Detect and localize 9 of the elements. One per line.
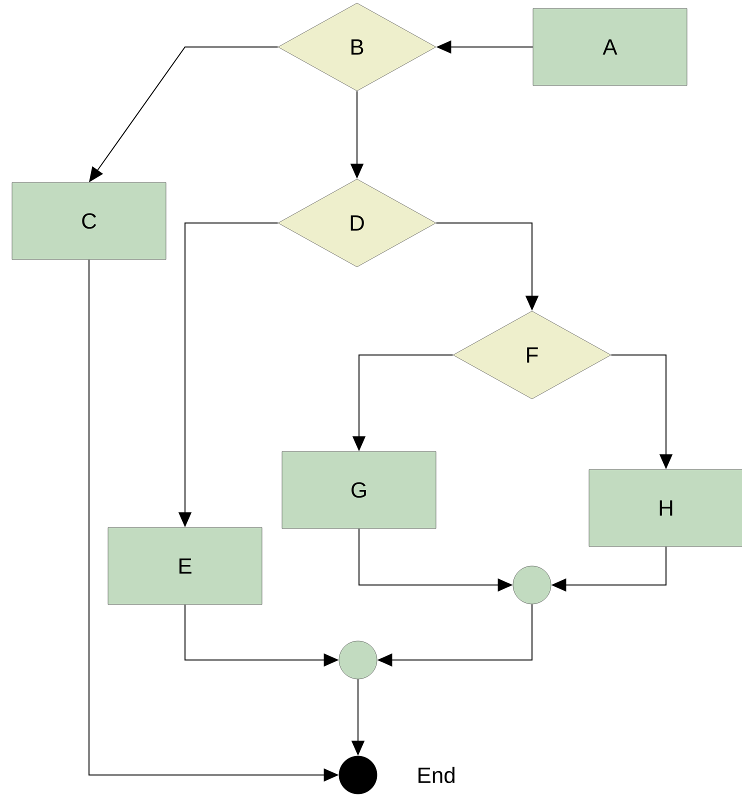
process-box: C bbox=[12, 182, 166, 260]
process-box: E bbox=[108, 527, 262, 605]
end-circle bbox=[338, 756, 378, 794]
merge-circle bbox=[512, 566, 552, 604]
node-label: End bbox=[418, 766, 454, 784]
process-box: A bbox=[532, 8, 688, 86]
merge-circle bbox=[338, 640, 378, 680]
process-box: G bbox=[282, 451, 436, 529]
process-box: H bbox=[588, 469, 742, 547]
